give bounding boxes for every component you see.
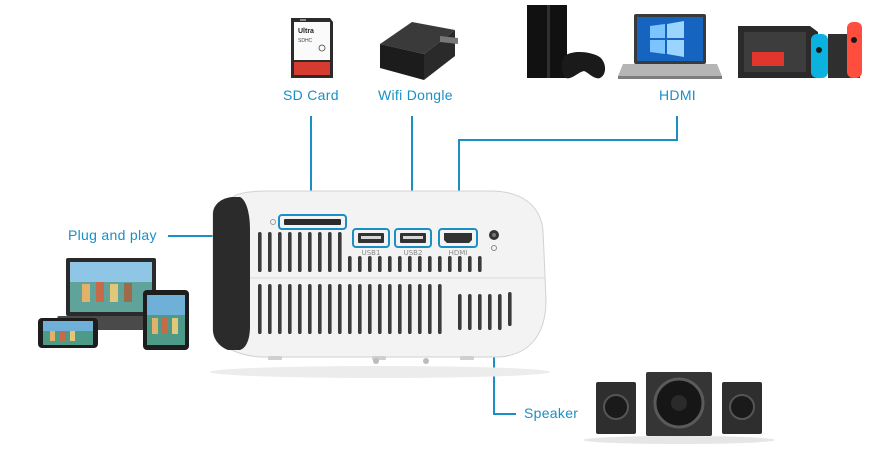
plug-and-play-label: Plug and play — [68, 227, 157, 243]
hdmi-label: HDMI — [659, 87, 696, 103]
hdmi-port-highlight — [438, 228, 478, 248]
handheld-console-icon — [738, 22, 862, 78]
usb1-port-highlight — [352, 228, 390, 248]
speaker-system-icon — [583, 372, 775, 444]
speaker-label: Speaker — [524, 405, 579, 421]
laptop-icon — [618, 14, 722, 79]
wifi-dongle-label: Wifi Dongle — [378, 87, 453, 103]
game-console-icon — [527, 5, 606, 79]
hdmi-connector — [458, 116, 678, 225]
tablet-icon — [143, 290, 189, 350]
sd-slot-highlight — [278, 214, 347, 230]
usb2-port-label: USB2 — [404, 249, 423, 257]
hdmi-port — [444, 233, 472, 243]
usb2-port-highlight — [394, 228, 432, 248]
wifi-dongle-icon — [380, 22, 458, 80]
hdmi-port-label: HDMI — [449, 249, 468, 257]
sd-card-icon: Ultra SDHC — [291, 18, 333, 78]
usb1-port-label: USB1 — [362, 249, 381, 257]
port-panel: USB1 USB2 HDMI — [270, 214, 499, 257]
phone-icon — [38, 318, 98, 348]
svg-text:SDHC: SDHC — [298, 38, 313, 44]
sd-card-label: SD Card — [283, 87, 339, 103]
svg-text:Ultra: Ultra — [298, 28, 314, 35]
projector-icon — [210, 190, 550, 378]
sd-slot — [284, 219, 341, 225]
headphone-icon — [491, 245, 497, 251]
laptop-left-icon — [52, 258, 170, 330]
